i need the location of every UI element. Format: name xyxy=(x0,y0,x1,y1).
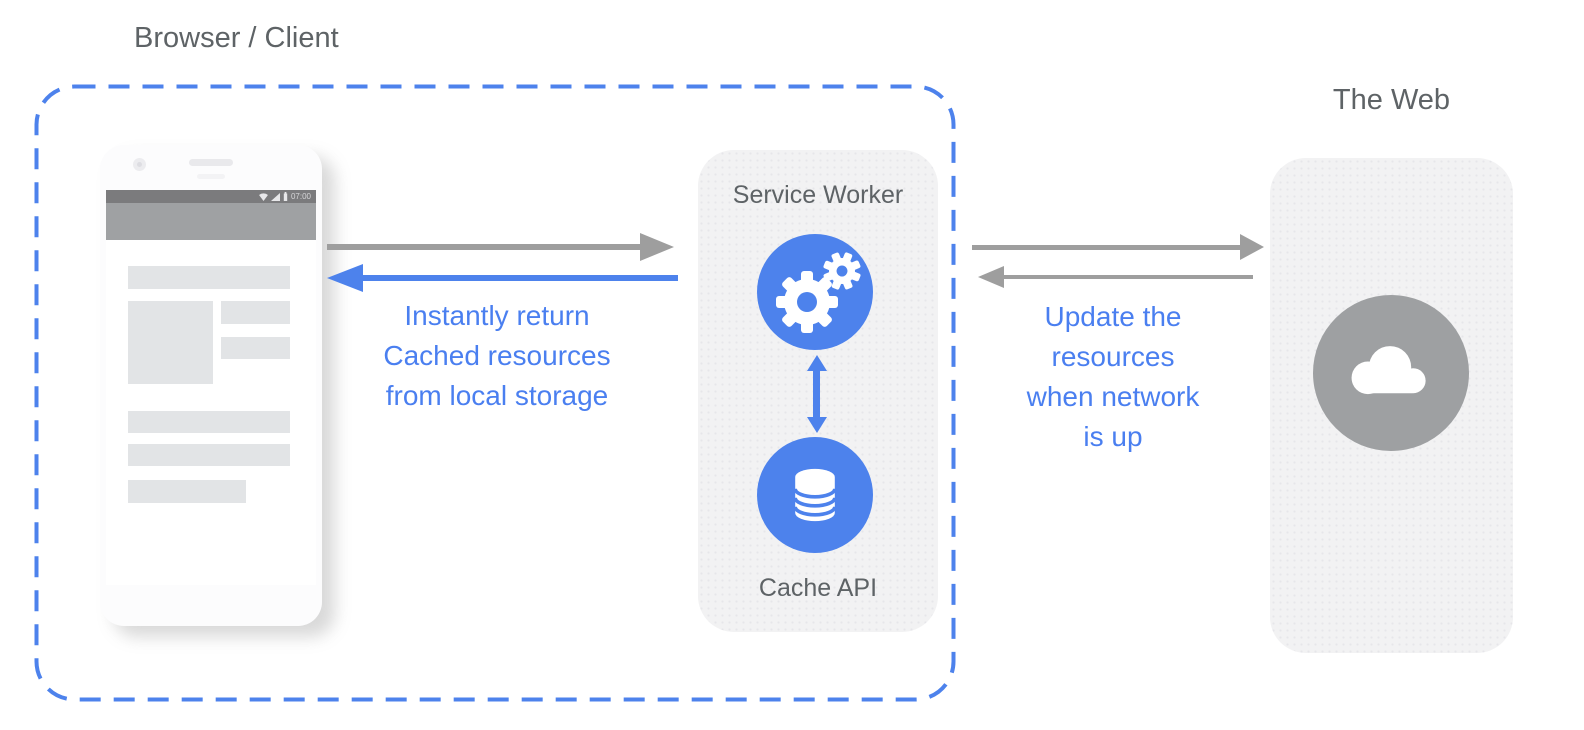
phone-sensor-slot xyxy=(197,174,225,179)
the-web-label: The Web xyxy=(1332,84,1451,116)
phone-mockup: 07:00 ◁ ○ □ xyxy=(100,145,322,626)
note-line: resources xyxy=(1051,341,1175,372)
database-icon xyxy=(793,468,837,522)
status-time: 07:00 xyxy=(290,192,311,201)
browser-client-label: Browser / Client xyxy=(134,22,339,54)
phone-status-bar: 07:00 xyxy=(106,190,316,203)
content-placeholder-bar xyxy=(128,266,290,289)
note-line: is up xyxy=(1083,421,1143,452)
app-header-bar xyxy=(106,203,316,240)
gears-icon xyxy=(776,252,861,333)
content-placeholder-bar xyxy=(128,411,290,433)
battery-icon xyxy=(283,192,288,201)
client-boundary-dashed-border xyxy=(34,84,956,702)
web-box xyxy=(1270,158,1513,653)
service-worker-title: Service Worker xyxy=(732,181,904,209)
wifi-icon xyxy=(259,192,268,201)
update-resources-note: Update the resources when network is up xyxy=(983,297,1243,457)
phone-speaker xyxy=(189,159,233,166)
web-circle xyxy=(1313,295,1469,451)
phone-screen: 07:00 ◁ ○ □ xyxy=(106,190,316,585)
cached-resources-note: Instantly return Cached resources from l… xyxy=(337,296,657,416)
service-worker-circle xyxy=(757,234,873,350)
content-placeholder-bar xyxy=(221,301,290,324)
content-placeholder-bar xyxy=(128,480,246,503)
note-line: from local storage xyxy=(385,380,609,411)
content-placeholder-image xyxy=(128,301,213,384)
content-placeholder-bar xyxy=(221,337,290,359)
cloud-icon xyxy=(1351,346,1426,395)
note-line: when network xyxy=(1026,381,1200,412)
note-line: Instantly return xyxy=(404,300,590,331)
note-line: Update the xyxy=(1044,301,1182,332)
note-line: Cached resources xyxy=(383,340,611,371)
cache-api-label: Cache API xyxy=(758,574,878,602)
content-placeholder-bar xyxy=(128,444,290,466)
cache-circle xyxy=(757,437,873,553)
phone-camera-icon xyxy=(133,158,146,171)
cell-signal-icon xyxy=(270,192,280,201)
